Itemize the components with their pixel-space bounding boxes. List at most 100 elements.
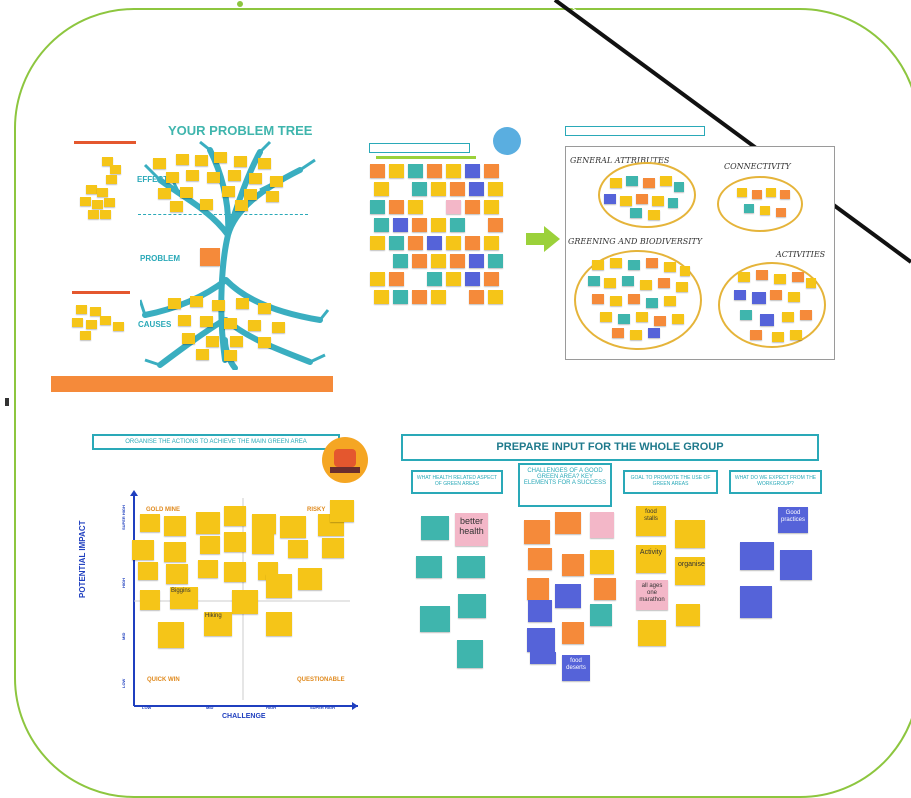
- sticky-note[interactable]: [408, 236, 423, 250]
- sticky-note[interactable]: [590, 604, 612, 626]
- sticky-note[interactable]: [484, 164, 499, 178]
- sticky-note[interactable]: [628, 260, 640, 270]
- note-food-stalls[interactable]: food stalls: [636, 506, 666, 536]
- sticky-note[interactable]: [370, 236, 385, 250]
- sticky-note[interactable]: [104, 198, 115, 207]
- sticky-note[interactable]: [488, 182, 503, 196]
- sticky-note[interactable]: [744, 204, 754, 213]
- sticky-note[interactable]: [654, 316, 666, 326]
- sticky-note[interactable]: [484, 272, 499, 286]
- sticky-note[interactable]: [80, 331, 91, 340]
- sticky-note[interactable]: [457, 640, 483, 668]
- sticky-note[interactable]: [190, 296, 203, 307]
- sticky-note[interactable]: [322, 538, 344, 558]
- sticky-note[interactable]: [86, 320, 97, 329]
- sticky-note[interactable]: [790, 330, 802, 340]
- sticky-note[interactable]: [252, 534, 274, 554]
- sticky-note[interactable]: [421, 516, 449, 540]
- sticky-note[interactable]: [488, 218, 503, 232]
- sticky-note[interactable]: [393, 254, 408, 268]
- sticky-note[interactable]: [90, 307, 101, 316]
- sticky-note[interactable]: [272, 322, 285, 333]
- sticky-note[interactable]: [280, 516, 306, 538]
- sticky-note[interactable]: [646, 298, 658, 308]
- sticky-note[interactable]: [446, 164, 461, 178]
- sticky-note[interactable]: [612, 328, 624, 338]
- sticky-note[interactable]: [235, 200, 248, 211]
- sticky-note[interactable]: [196, 512, 220, 534]
- sticky-note[interactable]: [207, 172, 220, 183]
- sticky-note[interactable]: [266, 574, 292, 598]
- sticky-note[interactable]: [660, 176, 672, 186]
- sticky-note[interactable]: [234, 156, 247, 167]
- sticky-note[interactable]: [457, 556, 485, 578]
- sticky-note[interactable]: [393, 290, 408, 304]
- sticky-note[interactable]: [592, 294, 604, 304]
- sticky-note[interactable]: [224, 532, 246, 552]
- sticky-note[interactable]: [465, 236, 480, 250]
- sticky-note[interactable]: [389, 236, 404, 250]
- sticky-note[interactable]: [648, 210, 660, 220]
- sticky-note[interactable]: [555, 584, 581, 608]
- sticky-note[interactable]: [600, 312, 612, 322]
- sticky-note[interactable]: [766, 188, 776, 197]
- sticky-note[interactable]: [594, 578, 616, 600]
- sticky-note[interactable]: [244, 189, 257, 200]
- note-organise[interactable]: organise: [675, 557, 705, 585]
- sticky-note[interactable]: [412, 254, 427, 268]
- sticky-note[interactable]: [232, 590, 258, 614]
- sticky-note[interactable]: [770, 290, 782, 300]
- matrix-note-biggins[interactable]: Biggins: [170, 587, 198, 609]
- sticky-note[interactable]: [676, 604, 700, 626]
- sticky-note[interactable]: [97, 188, 108, 197]
- sticky-note[interactable]: [206, 336, 219, 347]
- sticky-note[interactable]: [590, 512, 614, 538]
- sticky-note[interactable]: [776, 208, 786, 217]
- sticky-note[interactable]: [370, 200, 385, 214]
- sticky-note[interactable]: [431, 290, 446, 304]
- sticky-note[interactable]: [182, 333, 195, 344]
- sticky-note[interactable]: [676, 282, 688, 292]
- sticky-note[interactable]: [750, 330, 762, 340]
- sticky-note[interactable]: [484, 236, 499, 250]
- sticky-note[interactable]: [224, 350, 237, 361]
- sticky-note[interactable]: [646, 258, 658, 268]
- sticky-note[interactable]: [792, 272, 804, 282]
- sticky-note[interactable]: [200, 316, 213, 327]
- sticky-note[interactable]: [100, 210, 111, 219]
- sticky-note[interactable]: [774, 274, 786, 284]
- sticky-note[interactable]: [389, 200, 404, 214]
- sticky-note[interactable]: [200, 536, 220, 554]
- sticky-note[interactable]: [636, 194, 648, 204]
- sticky-note[interactable]: [249, 173, 262, 184]
- sticky-note[interactable]: [446, 200, 461, 214]
- note-food-deserts[interactable]: food deserts: [562, 655, 590, 681]
- sticky-note[interactable]: [427, 272, 442, 286]
- sticky-note[interactable]: [680, 266, 690, 276]
- sticky-note[interactable]: [176, 154, 189, 165]
- sticky-note[interactable]: [788, 292, 800, 302]
- sticky-note[interactable]: [610, 296, 622, 306]
- sticky-note[interactable]: [610, 178, 622, 188]
- sticky-note[interactable]: [248, 320, 261, 331]
- sticky-note[interactable]: [668, 198, 678, 208]
- sticky-note[interactable]: [374, 290, 389, 304]
- sticky-note[interactable]: [450, 182, 465, 196]
- sticky-note[interactable]: [652, 196, 664, 206]
- sticky-note[interactable]: [465, 272, 480, 286]
- sticky-note[interactable]: [164, 516, 186, 536]
- note-better-health[interactable]: better health: [455, 513, 488, 546]
- sticky-note[interactable]: [450, 254, 465, 268]
- sticky-note[interactable]: [431, 254, 446, 268]
- sticky-note[interactable]: [212, 300, 225, 311]
- sticky-note[interactable]: [195, 155, 208, 166]
- sticky-note[interactable]: [752, 190, 762, 199]
- sticky-note[interactable]: [198, 560, 218, 578]
- sticky-note[interactable]: [806, 278, 816, 288]
- sticky-note[interactable]: [446, 236, 461, 250]
- sticky-note[interactable]: [168, 298, 181, 309]
- sticky-note[interactable]: [622, 276, 634, 286]
- sticky-note[interactable]: [630, 330, 642, 340]
- sticky-note[interactable]: [393, 218, 408, 232]
